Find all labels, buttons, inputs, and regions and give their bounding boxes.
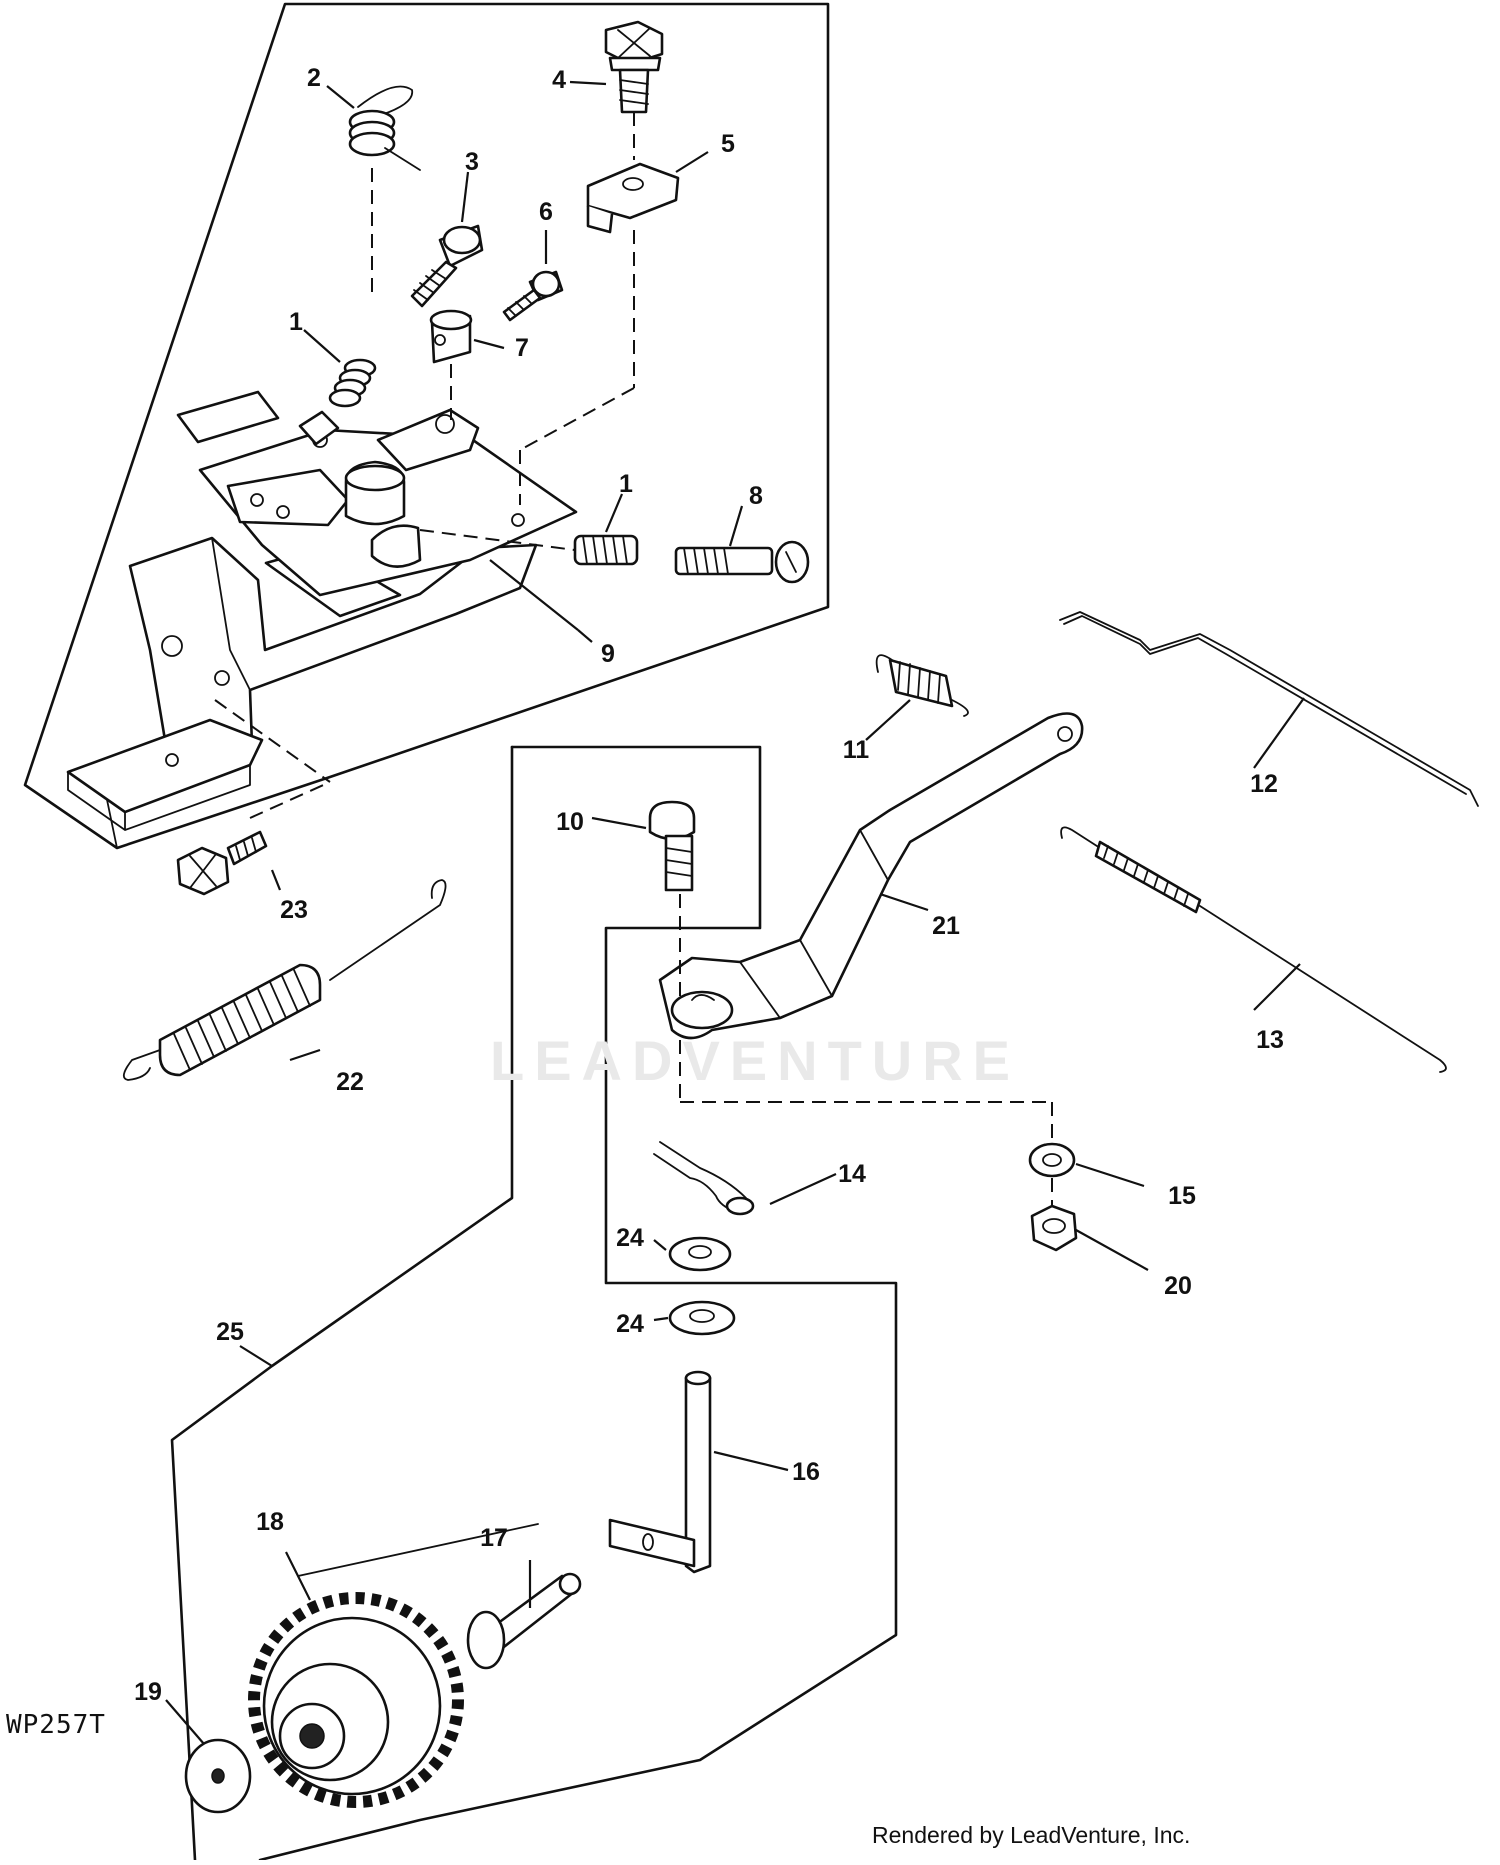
part-24-washer-lower [668, 1300, 736, 1336]
part-15-washer [1028, 1142, 1076, 1178]
callout-1-lower: 1 [619, 470, 633, 498]
assembly-dash-lines [214, 112, 1053, 1206]
callout-leaders [165, 80, 1305, 1745]
callout-1-upper: 1 [289, 308, 303, 336]
callout-9: 9 [601, 640, 615, 668]
callout-21: 21 [932, 912, 960, 940]
part-8-long-screw [674, 540, 810, 584]
callout-3: 3 [465, 148, 479, 176]
part-19-washer [184, 1738, 252, 1814]
callout-18: 18 [256, 1508, 284, 1536]
part-24-washer-upper [668, 1236, 732, 1272]
part-12-wire-link [1059, 611, 1479, 807]
part-4-hex-bolt [604, 20, 664, 114]
callout-24-lower: 24 [616, 1310, 644, 1338]
callout-24-upper: 24 [616, 1224, 644, 1252]
part-22-extension-spring [122, 879, 447, 1081]
callout-7: 7 [515, 334, 529, 362]
part-1-spring-upper [328, 358, 377, 408]
callout-23: 23 [280, 896, 308, 924]
part-3-shoulder-screw [410, 224, 484, 308]
callout-19: 19 [134, 1678, 162, 1706]
part-21-governor-lever [658, 712, 1084, 1040]
callout-11: 11 [843, 736, 870, 764]
callout-6: 6 [539, 198, 553, 226]
part-23-hex-bolt [176, 830, 268, 896]
part-14-cotter-pin [653, 1141, 755, 1216]
callout-16: 16 [792, 1458, 820, 1486]
callout-5: 5 [721, 130, 735, 158]
part-18-governor-gear [248, 1592, 464, 1808]
part-13-spring-rod [1060, 826, 1447, 1073]
callout-4: 4 [552, 66, 566, 94]
watermark-text: LEADVENTURE [490, 1029, 1021, 1092]
figure-id-label: WP257T [6, 1710, 106, 1740]
callout-numbers: 2 3 4 5 6 7 1 1 8 9 11 12 10 21 13 23 22… [134, 64, 1284, 1706]
part-1-spring-lower [573, 534, 639, 566]
callout-8: 8 [749, 482, 763, 510]
render-credit: Rendered by LeadVenture, Inc. [872, 1822, 1191, 1848]
governor-bracket [66, 390, 578, 831]
part-6-small-screw [502, 270, 564, 322]
part-20-hex-nut [1030, 1204, 1078, 1252]
callout-15: 15 [1168, 1182, 1196, 1210]
callout-2: 2 [307, 64, 321, 92]
callout-10: 10 [556, 808, 584, 836]
callout-20: 20 [1164, 1272, 1192, 1300]
callout-25: 25 [216, 1318, 244, 1346]
part-5-clip-nut [586, 162, 680, 234]
part-11-spring [875, 654, 969, 717]
callout-17: 17 [480, 1524, 508, 1552]
callout-14: 14 [838, 1160, 866, 1188]
part-17-pin [466, 1572, 582, 1670]
part-16-governor-shaft [608, 1370, 712, 1574]
callout-13: 13 [1256, 1026, 1284, 1054]
callout-22: 22 [336, 1068, 364, 1096]
part-7-bushing [429, 309, 473, 364]
callout-12: 12 [1250, 770, 1278, 798]
part-10-shoulder-bolt [648, 800, 696, 892]
part-2-torsion-spring [348, 85, 421, 171]
